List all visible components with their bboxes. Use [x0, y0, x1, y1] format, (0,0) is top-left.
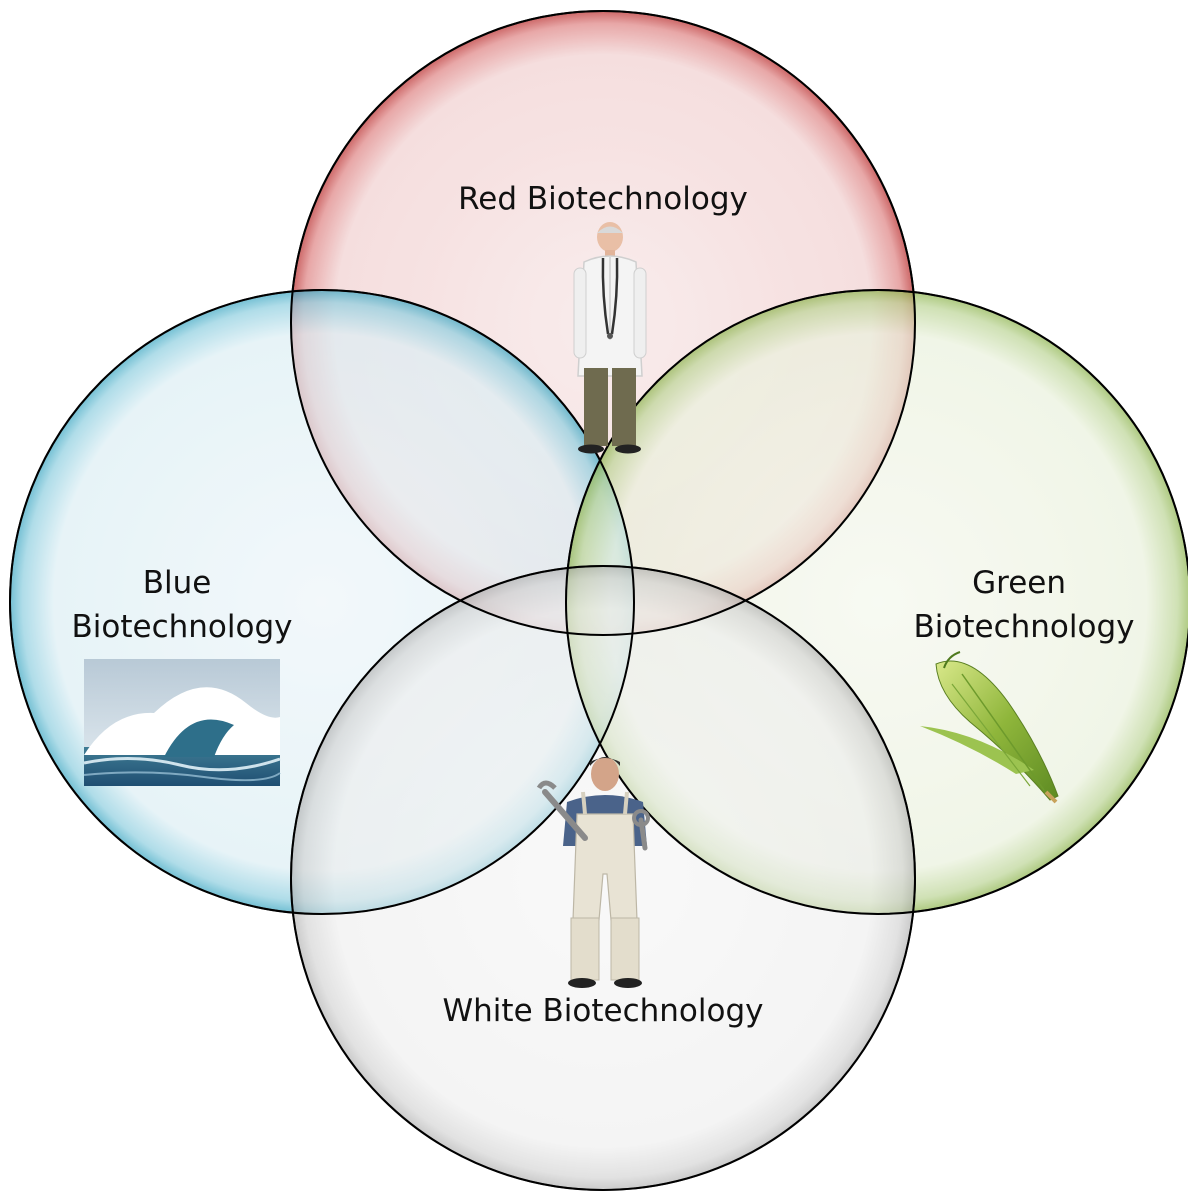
blue-circle-outline	[9, 289, 635, 915]
white-circle-outline	[290, 565, 916, 1191]
red-label: Red Biotechnology	[458, 181, 748, 217]
white-label: White Biotechnology	[443, 993, 764, 1029]
green-label-line1: Green	[972, 565, 1066, 601]
blue-label-line1: Blue	[143, 565, 212, 601]
red-circle-outline	[290, 10, 916, 636]
doctor-icon	[573, 222, 647, 454]
wave-icon	[83, 659, 281, 786]
green-circle-outline	[565, 289, 1188, 915]
corn-icon	[920, 651, 1059, 804]
worker-icon	[536, 757, 650, 988]
blue-label: Blue Biotechnology	[72, 565, 293, 645]
green-label: Green Biotechnology	[914, 565, 1135, 645]
blue-label-line2: Biotechnology	[72, 609, 293, 645]
green-label-line2: Biotechnology	[914, 609, 1135, 645]
